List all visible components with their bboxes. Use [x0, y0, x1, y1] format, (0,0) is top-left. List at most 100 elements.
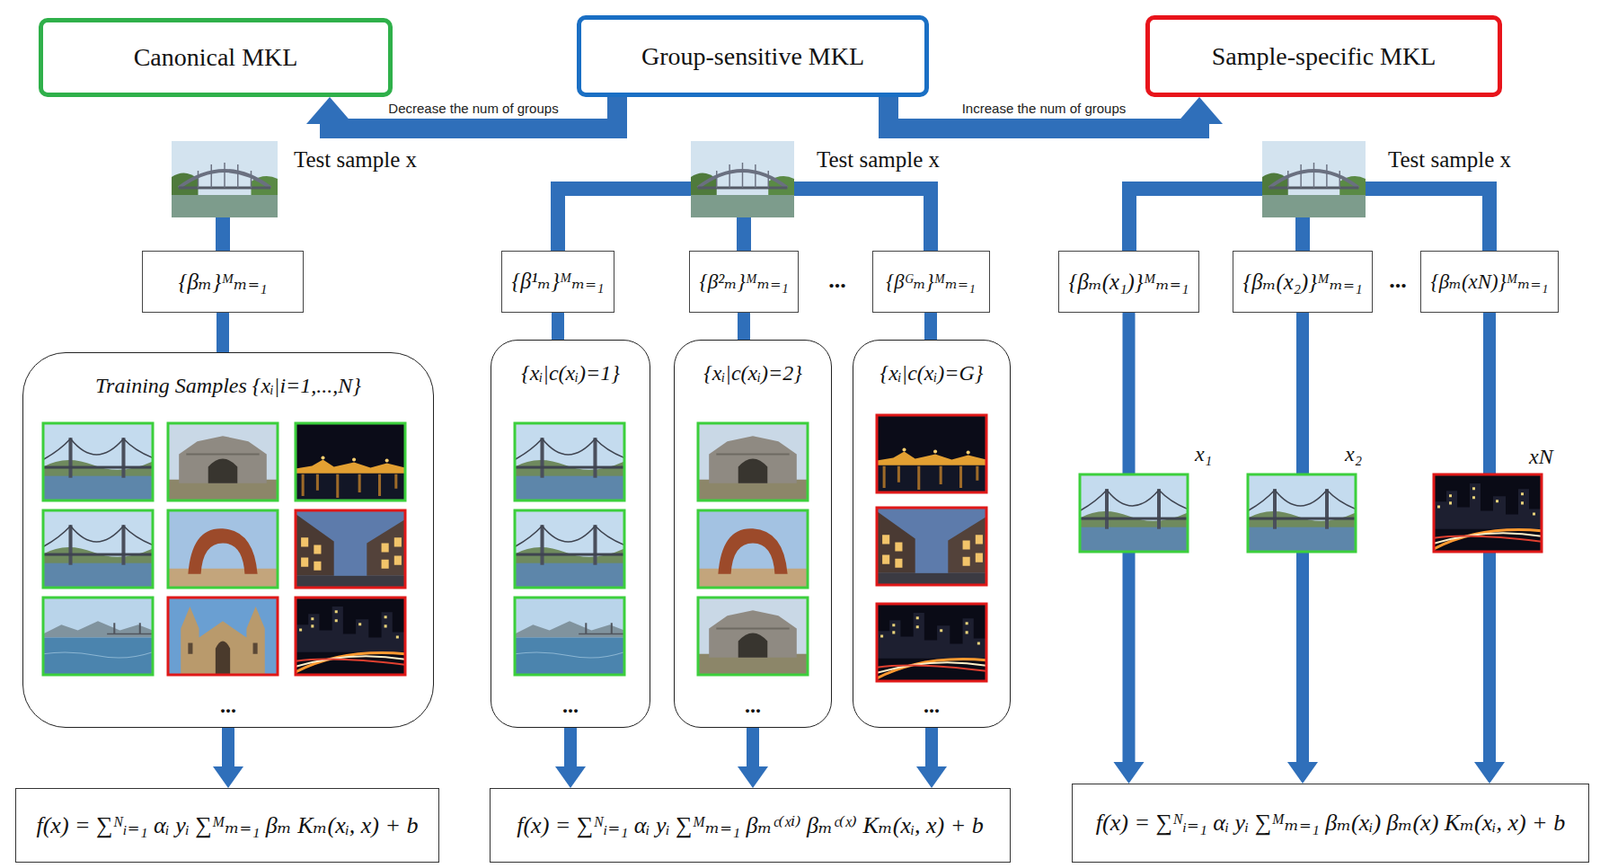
weight-set: {β²ₘ}ᴹₘ₌₁	[699, 269, 789, 295]
arrow-label: Decrease the num of groups	[384, 101, 562, 117]
arrow-head	[555, 766, 586, 788]
arrow-label: Increase the num of groups	[958, 101, 1131, 117]
photo-thumbnail	[43, 597, 153, 675]
ellipsis: ...	[744, 694, 761, 717]
sample-label: xN	[1529, 444, 1554, 470]
sample-label: x₁	[1194, 441, 1212, 468]
group-title: {xᵢ|c(xᵢ)=1}	[521, 360, 620, 387]
photo-thumbnail	[167, 597, 278, 675]
arrow-head	[916, 766, 947, 788]
photo-thumbnail	[698, 597, 808, 675]
flow-arrow	[212, 727, 244, 788]
photo-thumbnail	[295, 423, 406, 501]
sample-label: x₂	[1344, 441, 1362, 468]
test-sample-photo	[171, 141, 278, 218]
arrow-head	[212, 766, 244, 788]
photo-thumbnail	[43, 423, 153, 501]
flow-arrow	[916, 727, 947, 788]
photo-thumbnail	[876, 603, 987, 681]
weight-box: {β¹ₘ}ᴹₘ₌₁	[501, 250, 615, 313]
flow-arrow	[930, 312, 932, 340]
method-header: Group-sensitive MKL	[576, 15, 929, 98]
test-sample-label: Test sample x	[293, 147, 417, 174]
weight-box: {βₘ}ᴹₘ₌₁	[141, 250, 304, 313]
ellipsis: ...	[1388, 266, 1407, 294]
flow-arrow	[737, 727, 769, 788]
photo-thumbnail	[295, 510, 406, 588]
weight-box: {βₘ(x₁)}ᴹₘ₌₁	[1058, 250, 1200, 313]
arrow-head	[1474, 761, 1505, 784]
weight-box: {β²ₘ}ᴹₘ₌₁	[689, 250, 799, 313]
decision-function-box: f(x) = ∑ᴺᵢ₌₁ αᵢ yᵢ ∑ᴹₘ₌₁ βₘ Kₘ(xᵢ, x) + …	[15, 787, 440, 863]
weight-set: {β¹ₘ}ᴹₘ₌₁	[512, 268, 605, 295]
arrow-shaft	[925, 727, 938, 767]
method-header: Sample-specific MKL	[1145, 15, 1503, 98]
photo-thumbnail	[1433, 474, 1542, 552]
method-header: Canonical MKL	[38, 17, 393, 98]
method-title: Group-sensitive MKL	[641, 41, 865, 72]
test-sample-photo	[1262, 141, 1366, 218]
test-sample-label: Test sample x	[1387, 147, 1512, 174]
flow-arrow	[306, 97, 618, 129]
photo-thumbnail	[876, 507, 987, 585]
test-sample-line	[215, 215, 230, 251]
arrow-shaft	[329, 97, 618, 129]
sample-group-box: {xᵢ|c(xᵢ)=1}...	[490, 339, 651, 728]
sample-group-box: {xᵢ|c(xᵢ)=2}...	[673, 339, 832, 728]
arrow-shaft	[221, 727, 235, 767]
arrow-shaft	[924, 312, 938, 340]
method-title: Sample-specific MKL	[1211, 41, 1437, 72]
ellipsis: ...	[923, 694, 940, 717]
photo-thumbnail	[698, 423, 808, 501]
photo-thumbnail	[514, 597, 625, 675]
sample-group-box: {xᵢ|c(xᵢ)=G}...	[852, 339, 1011, 728]
ellipsis: ...	[562, 694, 579, 717]
weight-set: {βₘ(x₂)}ᴹₘ₌₁	[1243, 268, 1363, 295]
weight-box: {βₘ(xN)}ᴹₘ₌₁	[1420, 250, 1559, 313]
weight-set: {βᴳₘ}ᴹₘ₌₁	[885, 269, 975, 294]
photo-thumbnail	[514, 423, 625, 501]
arrow-head	[306, 97, 354, 124]
method-title: Canonical MKL	[133, 42, 299, 73]
photo-thumbnail	[167, 510, 278, 588]
ellipsis: ...	[828, 266, 847, 294]
decision-function-box: f(x) = ∑ᴺᵢ₌₁ αᵢ yᵢ ∑ᴹₘ₌₁ βₘ(xᵢ) βₘ(x) Kₘ…	[1071, 783, 1590, 863]
arrow-shaft	[551, 312, 565, 340]
weight-box: {βₘ(x₂)}ᴹₘ₌₁	[1232, 250, 1373, 313]
photo-thumbnail	[698, 510, 808, 588]
arrow-shaft	[737, 312, 751, 340]
weight-set: {βₘ(xN)}ᴹₘ₌₁	[1431, 269, 1549, 294]
group-title: {xᵢ|c(xᵢ)=2}	[703, 360, 803, 387]
arrow-head	[1175, 97, 1223, 124]
weight-set: {βₘ}ᴹₘ₌₁	[177, 268, 267, 296]
arrow-head	[1287, 761, 1318, 784]
weight-box: {βᴳₘ}ᴹₘ₌₁	[872, 250, 991, 313]
photo-thumbnail	[514, 510, 625, 588]
flow-arrow	[555, 727, 586, 788]
arrow-head	[1113, 761, 1145, 784]
photo-thumbnail	[295, 597, 406, 675]
flow-arrow	[743, 312, 745, 340]
arrow-shaft	[888, 97, 1200, 129]
arrow-shaft	[746, 727, 760, 767]
photo-thumbnail	[167, 423, 278, 501]
formula: f(x) = ∑ᴺᵢ₌₁ αᵢ yᵢ ∑ᴹₘ₌₁ βₘ Kₘ(xᵢ, x) + …	[35, 811, 418, 840]
arrow-head	[737, 766, 769, 788]
ellipsis: ...	[220, 694, 237, 717]
decision-function-box: f(x) = ∑ᴺᵢ₌₁ αᵢ yᵢ ∑ᴹₘ₌₁ βₘᶜ⁽ˣⁱ⁾ βₘᶜ⁽ˣ⁾ …	[489, 787, 1011, 863]
formula: f(x) = ∑ᴺᵢ₌₁ αᵢ yᵢ ∑ᴹₘ₌₁ βₘ(xᵢ) βₘ(x) Kₘ…	[1096, 808, 1565, 837]
test-sample-photo	[690, 141, 795, 218]
photo-thumbnail	[43, 510, 153, 588]
arrow-shaft	[564, 727, 577, 767]
photo-thumbnail	[1247, 474, 1356, 552]
test-sample-label: Test sample x	[816, 147, 940, 174]
arrow-shaft	[216, 312, 230, 353]
sample-group-box: Training Samples {xᵢ|i=1,...,N}...	[22, 352, 434, 728]
formula: f(x) = ∑ᴺᵢ₌₁ αᵢ yᵢ ∑ᴹₘ₌₁ βₘᶜ⁽ˣⁱ⁾ βₘᶜ⁽ˣ⁾ …	[516, 811, 984, 840]
group-title: Training Samples {xᵢ|i=1,...,N}	[95, 372, 362, 399]
photo-thumbnail	[876, 415, 987, 493]
group-title: {xᵢ|c(xᵢ)=G}	[880, 360, 984, 387]
flow-arrow	[222, 312, 224, 353]
photo-thumbnail	[1079, 474, 1188, 552]
